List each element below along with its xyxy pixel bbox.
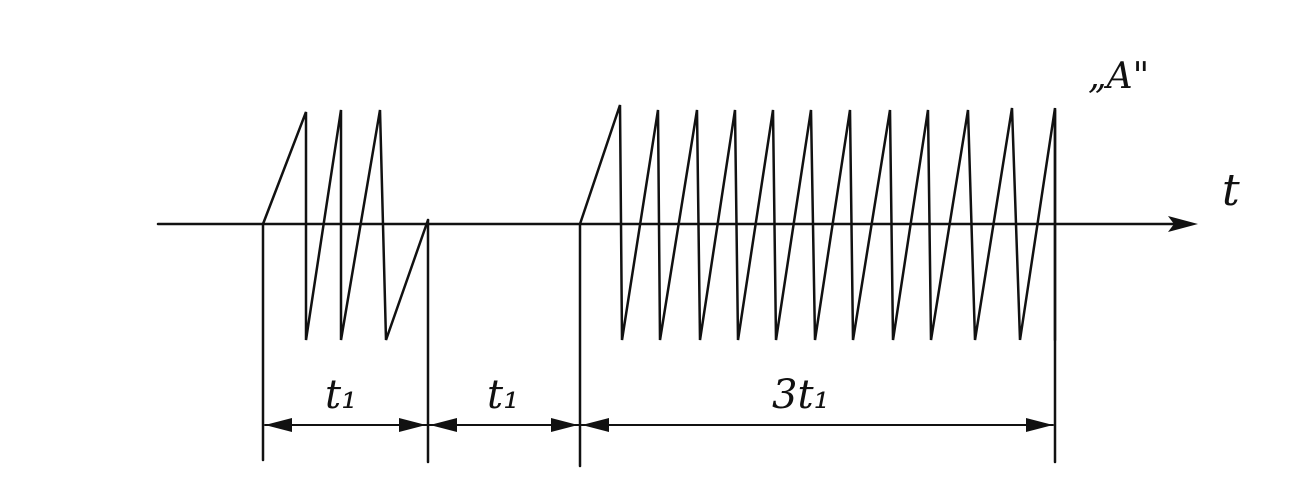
interval-label-third: 3t₁ xyxy=(772,372,830,418)
time-axis-label: t xyxy=(1222,165,1240,216)
arrowhead-2-right xyxy=(551,418,578,432)
interval-label-first: t₁ xyxy=(325,372,357,418)
time-axis-arrowhead xyxy=(1168,216,1198,232)
arrowhead-1-right xyxy=(399,418,426,432)
signal-name-label: „A" xyxy=(1088,56,1149,97)
arrowhead-3-right xyxy=(1026,418,1053,432)
arrowhead-2-left xyxy=(430,418,457,432)
interval-label-second: t₁ xyxy=(487,372,519,418)
dimension-arrowheads xyxy=(265,418,1053,432)
arrowhead-1-left xyxy=(265,418,292,432)
sawtooth-burst-short xyxy=(261,109,430,341)
sawtooth-burst-long xyxy=(578,104,1057,342)
arrowhead-3-left xyxy=(582,418,609,432)
